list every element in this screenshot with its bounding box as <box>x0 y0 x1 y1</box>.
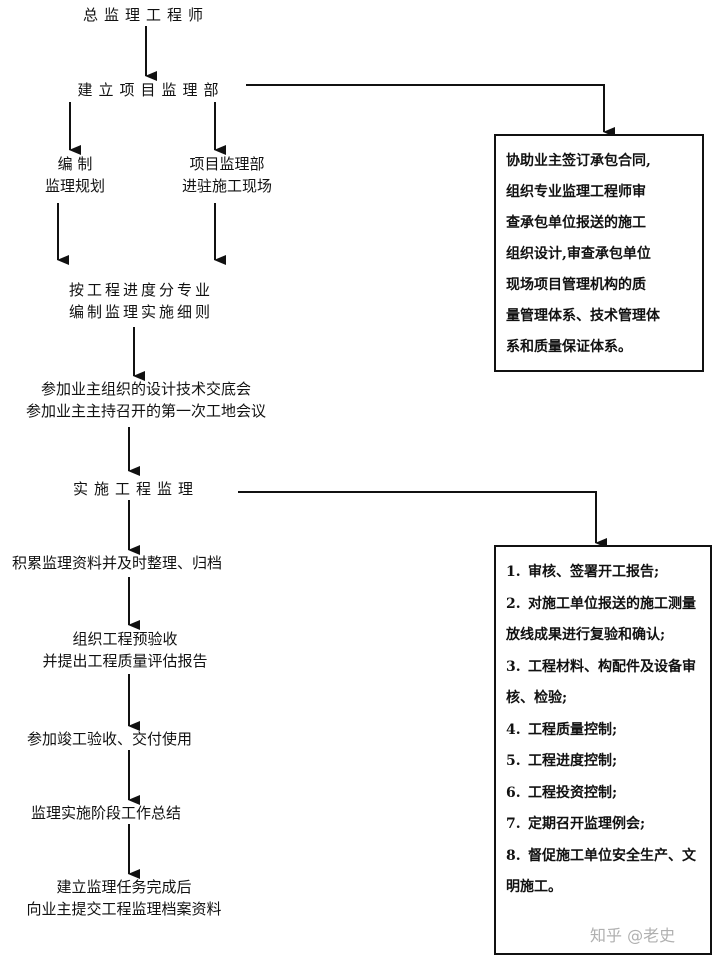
node-enter-site-line1: 项目监理部 <box>189 155 265 173</box>
arrow-implement-to-box2 <box>238 491 607 548</box>
assist-owner-box: 协助业主签订承包合同, 组织专业监理工程师审 查承包单位报送的施工 组织设计,审… <box>494 134 704 372</box>
task-item: 3.工程材料、构配件及设备审核、检验; <box>506 652 700 715</box>
node-chief-engineer: 总监理工程师 <box>82 6 209 24</box>
box1-line: 查承包单位报送的施工 <box>506 215 646 231</box>
node-compile-plan: 编 制 监理规划 <box>30 153 120 197</box>
node-meetings-line1: 参加业主组织的设计技术交底会 <box>40 380 251 398</box>
node-archive: 建立监理任务完成后 向业主提交工程监理档案资料 <box>4 876 244 920</box>
supervision-task-list: 1.审核、签署开工报告; 2.对施工单位报送的施工测量放线成果进行复验和确认; … <box>506 557 700 904</box>
box1-line: 组织设计,审查承包单位 <box>506 246 651 262</box>
task-number: 4. <box>506 721 521 738</box>
task-item: 5. 工程进度控制; <box>506 746 700 778</box>
task-item: 6. 工程投资控制; <box>506 778 700 810</box>
task-text: 对施工单位报送的施工测量放线成果进行复验和确认; <box>506 595 696 644</box>
node-preaccept-line1: 组织工程预验收 <box>72 630 178 648</box>
task-number: 3. <box>506 658 521 675</box>
task-text: 工程进度控制; <box>528 753 618 769</box>
box1-line: 协助业主签订承包合同, <box>506 153 651 169</box>
node-accumulate: 积累监理资料并及时整理、归档 <box>12 554 223 572</box>
node-establish-dept: 建立项目监理部 <box>77 81 225 99</box>
task-number: 7. <box>506 816 521 832</box>
task-number: 8. <box>506 847 521 864</box>
node-summary: 监理实施阶段工作总结 <box>31 804 182 822</box>
node-compile-plan-line1: 编 制 <box>57 155 93 173</box>
node-enter-site: 项目监理部 进驻施工现场 <box>162 153 292 197</box>
task-number: 5. <box>506 753 521 769</box>
node-detail-rules-line2: 编制监理实施细则 <box>68 303 213 321</box>
task-item: 4. 工程质量控制; <box>506 715 700 747</box>
task-item: 8.督促施工单位安全生产、文明施工。 <box>506 841 700 904</box>
box1-line: 量管理体系、技术管理体 <box>506 308 660 324</box>
task-text: 督促施工单位安全生产、文明施工。 <box>506 847 696 896</box>
node-detail-rules-line1: 按工程进度分专业 <box>68 281 213 299</box>
arrow-dept-to-box1 <box>246 84 615 137</box>
node-compile-plan-line2: 监理规划 <box>44 177 105 195</box>
task-item: 2.对施工单位报送的施工测量放线成果进行复验和确认; <box>506 589 700 652</box>
box1-line: 系和质量保证体系。 <box>506 339 632 355</box>
box1-line: 组织专业监理工程师审 <box>506 184 646 200</box>
task-text: 定期召开监理例会; <box>528 816 646 832</box>
node-implement: 实施工程监理 <box>72 480 199 498</box>
node-archive-line2: 向业主提交工程监理档案资料 <box>26 900 222 918</box>
node-preaccept: 组织工程预验收 并提出工程质量评估报告 <box>20 628 230 672</box>
node-meetings: 参加业主组织的设计技术交底会 参加业主主持召开的第一次工地会议 <box>2 378 290 422</box>
task-item: 1. 审核、签署开工报告; <box>506 557 700 589</box>
node-detail-rules: 按工程进度分专业 编制监理实施细则 <box>36 279 246 323</box>
task-number: 2. <box>506 595 521 612</box>
task-text: 审核、签署开工报告; <box>528 564 660 580</box>
node-preaccept-line2: 并提出工程质量评估报告 <box>42 652 208 670</box>
task-text: 工程材料、构配件及设备审核、检验; <box>506 658 696 707</box>
task-number: 6. <box>506 784 521 801</box>
box1-line: 现场项目管理机构的质 <box>506 277 646 293</box>
task-number: 1. <box>506 564 521 580</box>
watermark: 知乎 @老史 <box>590 926 676 945</box>
node-enter-site-line2: 进驻施工现场 <box>181 177 272 195</box>
node-archive-line1: 建立监理任务完成后 <box>56 878 192 896</box>
task-text: 工程投资控制; <box>528 784 618 801</box>
task-text: 工程质量控制; <box>528 721 618 738</box>
supervision-tasks-box: 1.审核、签署开工报告; 2.对施工单位报送的施工测量放线成果进行复验和确认; … <box>494 545 712 955</box>
task-item: 7. 定期召开监理例会; <box>506 809 700 841</box>
node-meetings-line2: 参加业主主持召开的第一次工地会议 <box>25 402 266 420</box>
node-handover: 参加竣工验收、交付使用 <box>27 730 193 748</box>
